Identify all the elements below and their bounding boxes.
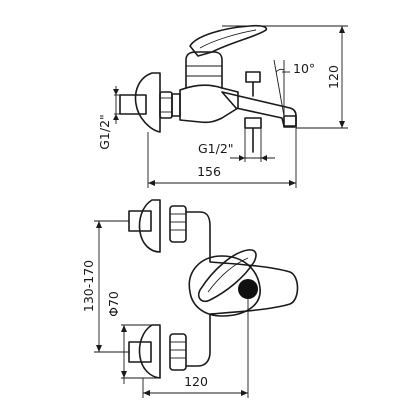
arrow <box>339 26 345 33</box>
side-cartridge-cap <box>185 51 223 89</box>
arrow <box>143 390 150 396</box>
dim-center-label: 130-170 <box>81 260 96 312</box>
front-view: 130-170 Φ70 120 <box>81 199 299 398</box>
dim-height-label: 120 <box>326 65 341 89</box>
arrow <box>289 180 296 186</box>
side-aerator <box>283 115 297 128</box>
side-body <box>179 84 239 124</box>
dim-outlet-label: G1/2" <box>198 141 234 156</box>
arrow <box>121 371 127 378</box>
arrow <box>148 180 155 186</box>
front-nut-bottom <box>169 333 187 371</box>
angle-arc <box>275 68 285 73</box>
front-lever-inner <box>207 257 249 293</box>
side-lever <box>189 24 268 57</box>
front-lever <box>197 249 257 303</box>
dim-inlet-label: G1/2" <box>97 114 112 150</box>
front-rosette-bottom <box>138 324 161 379</box>
side-shower-outlet <box>244 117 262 129</box>
side-lever-inner <box>199 29 257 49</box>
side-view: 120 10° G1/2" G1/2" 156 <box>97 24 348 188</box>
front-cartridge-dome <box>188 255 261 317</box>
front-nut-top <box>169 205 187 243</box>
side-spout <box>221 91 297 127</box>
side-diverter-knob <box>245 71 261 83</box>
arrow <box>96 345 102 352</box>
arrow <box>241 390 248 396</box>
arrow <box>121 325 127 332</box>
side-inlet-pipe <box>119 94 147 115</box>
side-rosette <box>134 72 161 133</box>
arrow <box>239 155 245 161</box>
dim-diameter-label: Φ70 <box>106 291 121 317</box>
dim-angle-label: 10° <box>293 61 315 76</box>
arrow <box>113 89 119 95</box>
front-diverter-knob <box>238 279 258 299</box>
front-body <box>185 211 299 367</box>
dim-depth-label: 120 <box>184 374 208 389</box>
arrow <box>261 155 267 161</box>
side-connector-nut <box>159 91 173 119</box>
dim-projection-label: 156 <box>197 164 221 179</box>
side-connector-collar <box>171 93 181 117</box>
arrow <box>113 114 119 120</box>
arrow <box>339 121 345 128</box>
arrow <box>96 221 102 228</box>
angle-ref <box>273 59 285 117</box>
front-rosette-top <box>138 199 161 253</box>
